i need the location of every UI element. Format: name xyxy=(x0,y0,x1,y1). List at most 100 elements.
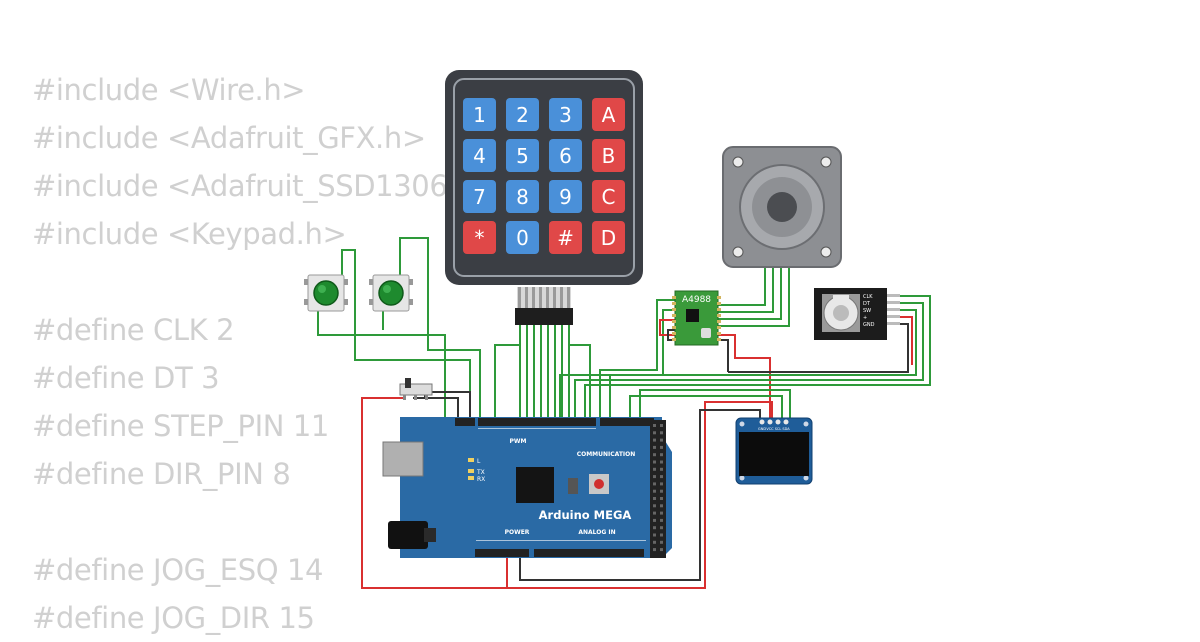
code-line: #include <Adafruit_GFX.h> xyxy=(32,121,426,155)
keypad-key[interactable]: * xyxy=(463,221,496,254)
header-pin xyxy=(660,424,663,427)
oled-pin xyxy=(783,419,789,425)
header-communication xyxy=(600,418,654,426)
header-pin xyxy=(660,518,663,522)
header-pin xyxy=(653,424,656,427)
keypad-key[interactable]: 4 xyxy=(463,139,496,172)
keypad-key[interactable]: D xyxy=(592,221,625,254)
driver-pin xyxy=(717,296,721,299)
driver-pin xyxy=(717,308,721,311)
code-line: #define JOG_ESQ 14 xyxy=(32,553,324,587)
header-pin xyxy=(660,504,663,508)
header-pin xyxy=(660,453,663,457)
keypad-key-label: 3 xyxy=(559,103,572,127)
header-pin xyxy=(660,511,663,515)
header-pin xyxy=(653,475,656,479)
encoder-pin-label: CLK xyxy=(863,294,873,300)
board-title: Arduino MEGA xyxy=(539,508,632,522)
header-pin xyxy=(653,518,656,522)
header-power-top xyxy=(455,418,475,426)
code-background: #include <Wire.h> #include <Adafruit_GFX.… xyxy=(32,66,498,642)
led-label: L xyxy=(477,458,481,465)
header-pin xyxy=(653,511,656,515)
driver-pin xyxy=(672,308,676,311)
keypad-key[interactable]: # xyxy=(549,221,582,254)
keypad-key[interactable]: 7 xyxy=(463,180,496,213)
ribbon-strip xyxy=(560,287,563,309)
header-pin xyxy=(653,504,656,508)
pushbutton-left[interactable] xyxy=(304,274,348,312)
keypad-key[interactable]: 5 xyxy=(506,139,539,172)
usb-port xyxy=(382,441,424,477)
keypad-key[interactable]: B xyxy=(592,139,625,172)
keypad-ribbon-wires xyxy=(494,325,591,430)
keypad-key[interactable]: 8 xyxy=(506,180,539,213)
keypad-key-label: # xyxy=(557,226,574,250)
header-pin xyxy=(653,548,656,552)
oled-wires xyxy=(629,389,791,425)
header-pin xyxy=(653,460,656,464)
header-pin xyxy=(653,497,656,500)
led-label: RX xyxy=(477,476,485,483)
code-line: #define DIR_PIN 8 xyxy=(32,457,291,491)
keypad-key[interactable]: 3 xyxy=(549,98,582,131)
driver-pin xyxy=(672,314,676,317)
keypad-key-label: 1 xyxy=(473,103,486,127)
keypad-key[interactable]: 0 xyxy=(506,221,539,254)
header-pin xyxy=(653,467,656,471)
header-pin xyxy=(660,431,663,435)
header-power xyxy=(475,549,529,557)
header-pin xyxy=(653,482,656,486)
keypad-key[interactable]: 2 xyxy=(506,98,539,131)
driver-pin xyxy=(717,338,721,341)
header-pin xyxy=(653,453,656,457)
header-pin xyxy=(653,489,656,493)
keypad-key-label: * xyxy=(475,226,485,250)
button-wires xyxy=(317,237,481,425)
encoder-pin-label: DT xyxy=(863,301,871,307)
pushbutton-right[interactable] xyxy=(369,274,413,312)
driver-pin xyxy=(672,332,676,335)
header-pin xyxy=(660,438,663,442)
header-pin xyxy=(660,475,663,479)
oled-pin-label: VCC xyxy=(766,427,774,431)
keypad-key-label: 0 xyxy=(516,226,529,250)
encoder-pin xyxy=(887,322,900,325)
power-jack xyxy=(388,521,428,549)
code-line: #define JOG_DIR 15 xyxy=(32,601,315,635)
keypad-key-label: D xyxy=(601,226,616,250)
header-pin xyxy=(660,445,663,449)
keypad-key[interactable]: 9 xyxy=(549,180,582,213)
keypad-key[interactable]: 6 xyxy=(549,139,582,172)
keypad-key[interactable]: A xyxy=(592,98,625,131)
ribbon-strip xyxy=(539,287,542,309)
slide-switch[interactable] xyxy=(399,378,433,400)
driver-label: A4988 xyxy=(682,295,711,305)
driver-wires xyxy=(599,265,790,425)
header-pin xyxy=(653,526,656,530)
power-label: POWER xyxy=(505,529,530,536)
header-pin xyxy=(660,489,663,493)
encoder-pin xyxy=(887,315,900,318)
keypad-key[interactable]: C xyxy=(592,180,625,213)
driver-pin xyxy=(672,338,676,341)
header-pin xyxy=(653,431,656,435)
header-pin xyxy=(660,482,663,486)
header-pwm xyxy=(478,418,596,426)
driver-pin xyxy=(717,314,721,317)
ribbon-strip xyxy=(567,287,570,309)
code-line: #define CLK 2 xyxy=(32,313,235,347)
led-label: TX xyxy=(476,469,485,476)
keypad-key[interactable]: 1 xyxy=(463,98,496,131)
keypad-key-label: A xyxy=(602,103,616,127)
oled-pin xyxy=(767,419,773,425)
oled-pin-label: SCL xyxy=(775,427,782,431)
driver-pin xyxy=(672,302,676,305)
keypad-key-label: B xyxy=(602,144,616,168)
keypad-key-label: C xyxy=(602,185,616,209)
ribbon-strip xyxy=(518,287,521,309)
oled-pin xyxy=(775,419,781,425)
code-line: #include <Wire.h> xyxy=(32,73,306,107)
